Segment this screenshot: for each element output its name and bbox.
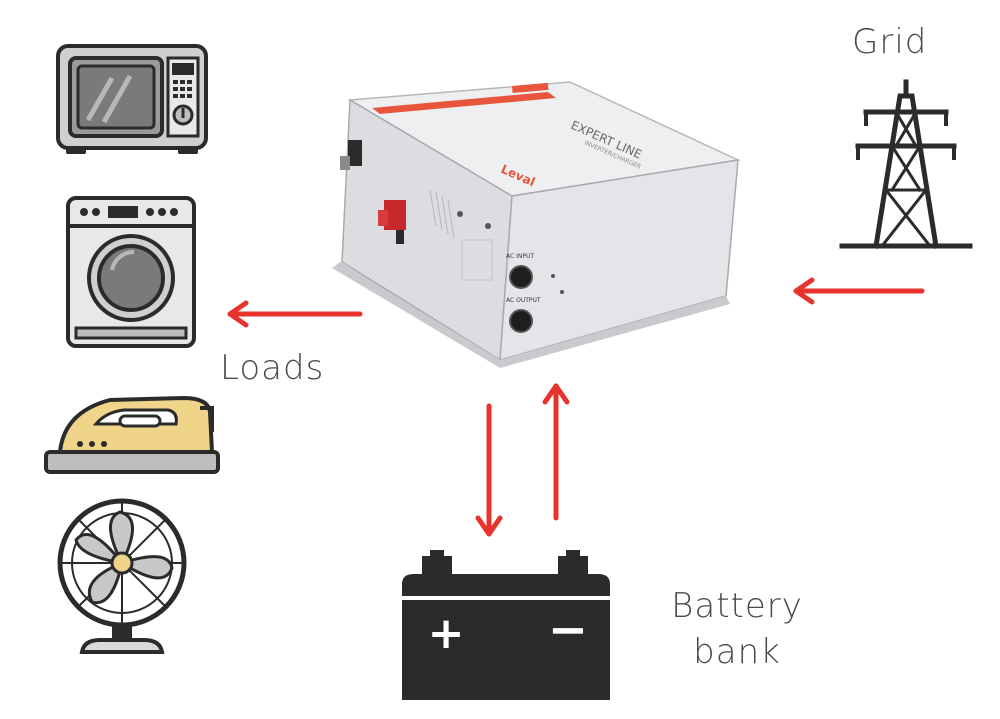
flow-arrows bbox=[227, 277, 925, 537]
inverter-charger-device: EXPERT LINE INVERTER/CHARGER Leval AC IN… bbox=[332, 81, 741, 368]
microwave-icon bbox=[56, 44, 208, 154]
arrow-inverter-to-battery bbox=[475, 403, 503, 537]
battery-label-line1: Battery bbox=[671, 586, 803, 626]
iron-icon bbox=[44, 395, 220, 474]
grid-label: Grid bbox=[852, 22, 928, 62]
battery-plus-sign: + bbox=[428, 608, 465, 659]
ac-output-label: AC OUTPUT bbox=[506, 297, 541, 304]
power-tower-icon bbox=[839, 79, 973, 249]
arrow-grid-to-inverter bbox=[793, 277, 925, 305]
battery-minus-sign: − bbox=[548, 602, 588, 658]
arrow-battery-to-inverter bbox=[542, 383, 570, 521]
loads-label: Loads bbox=[220, 348, 325, 388]
fan-icon bbox=[57, 498, 187, 654]
ac-input-label: AC INPUT bbox=[506, 253, 534, 260]
battery-label-line2: bank bbox=[693, 632, 781, 672]
battery-bank-icon: + − bbox=[402, 550, 610, 700]
arrow-inverter-to-loads bbox=[227, 300, 363, 328]
washing-machine-icon bbox=[66, 196, 196, 348]
battery-bank-label: Battery bank bbox=[622, 583, 852, 675]
